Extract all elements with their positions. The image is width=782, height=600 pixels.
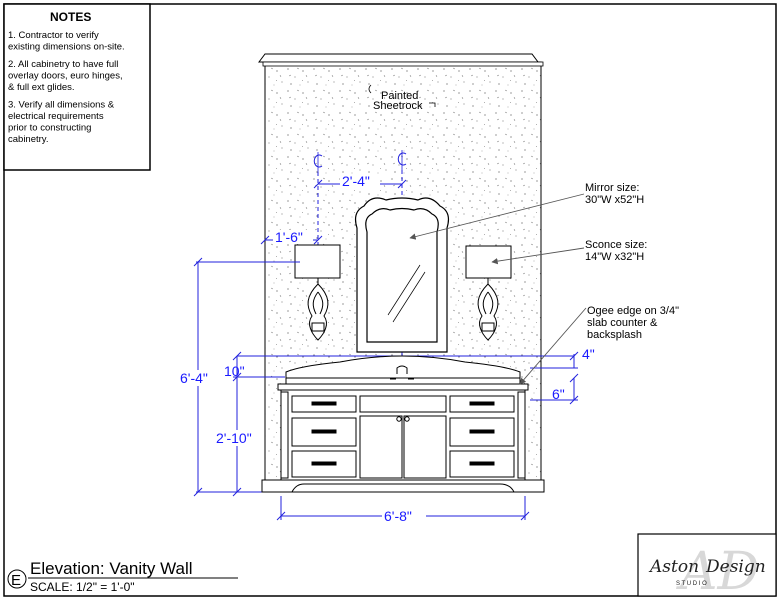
notes-line: cabinetry.	[8, 134, 48, 145]
ogee-label-line2: slab counter &	[587, 317, 658, 329]
ogee-leader	[519, 307, 587, 385]
dimension-right-6: 6"	[530, 373, 579, 405]
dimension-right-4: 4"	[520, 346, 595, 369]
dimension-sconce-offset: 1'-6"	[260, 229, 323, 245]
title-block: E Elevation: Vanity Wall SCALE: 1/2" = 1…	[7, 559, 238, 594]
logo-text-2: Design	[705, 557, 766, 577]
svg-text:4": 4"	[582, 346, 595, 362]
sconce-label-line1: Sconce size:	[585, 239, 647, 251]
svg-text:2'-10": 2'-10"	[216, 430, 252, 446]
notes-line: 3. Verify all dimensions &	[8, 100, 115, 111]
svg-text:6'-4": 6'-4"	[180, 370, 208, 386]
svg-text:1'-6": 1'-6"	[275, 229, 303, 245]
logo-monogram: AD	[676, 542, 759, 600]
dimension-backsplash: 10"	[224, 351, 530, 379]
notes-line: 2. All cabinetry to have full	[8, 59, 118, 70]
sconce-left	[294, 244, 341, 341]
notes-line: & full ext glides.	[8, 82, 75, 93]
sconce-label-line2: 14"W x32"H	[585, 251, 644, 263]
logo-text-1: Aston	[648, 557, 699, 577]
dimension-center-to-center: 2'-4"	[313, 173, 407, 189]
mirror-label-line1: Mirror size:	[585, 182, 639, 194]
centerline-symbol-right	[397, 150, 407, 170]
elevation-marker: E	[11, 572, 21, 589]
notes-title: NOTES	[50, 10, 91, 24]
mirror-label-line2: 30"W x52"H	[585, 194, 644, 206]
studio-logo: AD Aston Design S T U D I O	[637, 533, 777, 600]
sconce-right	[465, 245, 512, 341]
wall-label-line1: Painted	[381, 90, 418, 102]
svg-text:10": 10"	[224, 363, 245, 379]
ogee-label-line3: backsplash	[587, 329, 642, 341]
vanity-cabinet	[261, 355, 545, 493]
notes-line: 1. Contractor to verify	[8, 30, 99, 41]
centerline-symbol-left	[313, 152, 323, 172]
ogee-label-line1: Ogee edge on 3/4"	[587, 305, 679, 317]
notes-line: prior to constructing	[8, 123, 91, 134]
notes-line: existing dimensions on-site.	[8, 42, 125, 53]
dimension-sconce-height: 6'-4"	[178, 257, 300, 497]
logo-sub: S T U D I O	[676, 581, 707, 587]
elevation-title: Elevation: Vanity Wall	[30, 559, 193, 578]
dimension-vanity-width: 6'-8"	[276, 496, 530, 524]
notes-line: overlay doors, euro hinges,	[8, 71, 123, 82]
svg-text:6": 6"	[552, 386, 565, 402]
svg-text:6'-8": 6'-8"	[384, 508, 412, 524]
notes-line: electrical requirements	[8, 111, 104, 122]
dimension-counter-height: 2'-10"	[214, 372, 285, 497]
svg-text:2'-4": 2'-4"	[342, 173, 370, 189]
elevation-scale: SCALE: 1/2" = 1'-0"	[30, 580, 135, 594]
mirror	[354, 197, 450, 353]
sheet-border	[3, 3, 777, 597]
mirror-leader	[409, 193, 585, 240]
sconce-leader	[491, 247, 585, 265]
wall-label-line2: Sheetrock	[373, 100, 423, 112]
